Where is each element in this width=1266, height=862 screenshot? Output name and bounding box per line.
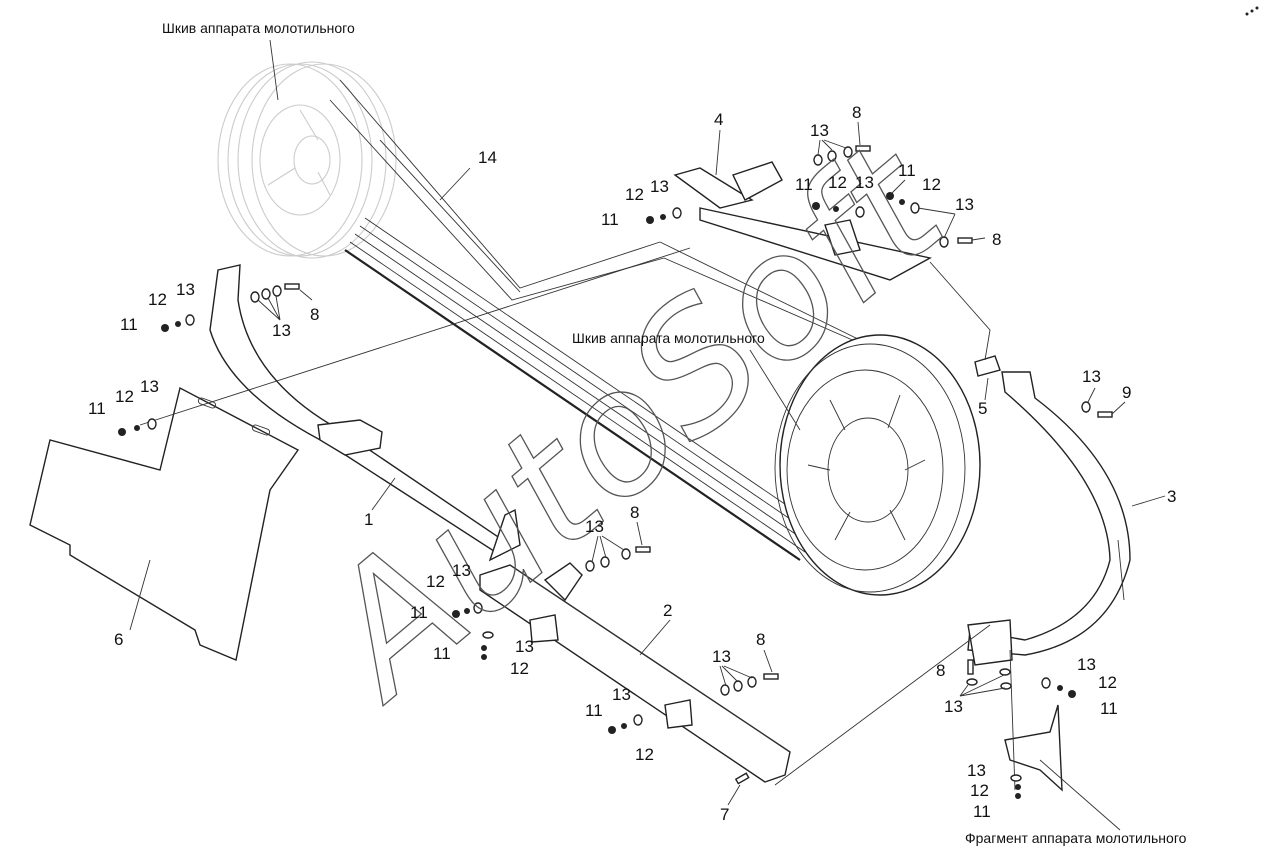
- callout-8: 8: [992, 230, 1001, 249]
- shield-6: [29, 386, 300, 661]
- callout-13: 13: [650, 177, 669, 196]
- callout-12: 12: [510, 659, 529, 678]
- callout-11: 11: [601, 210, 619, 229]
- callout-12: 12: [635, 745, 654, 764]
- callout-3: 3: [1167, 487, 1176, 506]
- callout-11: 11: [120, 315, 138, 334]
- callout-12: 12: [625, 185, 644, 204]
- guard-3: [967, 371, 1131, 666]
- callout-12: 12: [922, 175, 941, 194]
- callout-13: 13: [967, 761, 986, 780]
- callout-13: 13: [585, 517, 604, 536]
- callout-8: 8: [630, 503, 639, 522]
- callout-12: 12: [115, 387, 134, 406]
- callout-13: 13: [272, 321, 291, 340]
- callout-13: 13: [176, 280, 195, 299]
- callout-7: 7: [720, 805, 729, 824]
- callout-13: 13: [955, 195, 974, 214]
- caption-pulley-center: Шкив аппарата молотильного: [572, 330, 765, 346]
- callout-8: 8: [936, 661, 945, 680]
- callout-13: 13: [612, 685, 631, 704]
- caption-pulley-top: Шкив аппарата молотильного: [162, 20, 355, 36]
- callout-12: 12: [828, 173, 847, 192]
- assembly-lines: [139, 39, 1121, 831]
- callout-13: 13: [944, 697, 963, 716]
- belt-14: [329, 79, 881, 561]
- callout-11: 11: [433, 644, 451, 663]
- callout-11: 11: [973, 802, 991, 821]
- callout-11: 11: [1100, 699, 1118, 718]
- callout-11: 11: [585, 701, 603, 720]
- callout-leaders: [129, 121, 1166, 806]
- callout-12: 12: [970, 781, 989, 800]
- plate-5: [974, 355, 1001, 377]
- fasteners: [118, 145, 1113, 799]
- callout-13: 13: [712, 647, 731, 666]
- corner-mark-icon: [1245, 6, 1259, 16]
- callout-9: 9: [1122, 383, 1131, 402]
- callout-13: 13: [515, 637, 534, 656]
- callout-8: 8: [310, 305, 319, 324]
- callout-4: 4: [714, 110, 723, 129]
- callout-14: 14: [478, 148, 497, 167]
- callout-13: 13: [855, 173, 874, 192]
- callout-12: 12: [1098, 673, 1117, 692]
- lower-pulley: [774, 334, 981, 596]
- upper-pulley: [217, 61, 397, 259]
- callout-13: 13: [140, 377, 159, 396]
- callout-13: 13: [452, 561, 471, 580]
- callout-12: 12: [426, 572, 445, 591]
- callout-8: 8: [756, 630, 765, 649]
- callout-13: 13: [1077, 655, 1096, 674]
- fragment-bracket: [1004, 704, 1063, 792]
- callout-1: 1: [364, 510, 373, 529]
- beam-2: [479, 508, 791, 783]
- callout-11: 11: [410, 603, 428, 622]
- callout-11: 11: [88, 399, 106, 418]
- callout-8: 8: [852, 103, 861, 122]
- callout-13: 13: [810, 121, 829, 140]
- callout-11: 11: [898, 161, 916, 180]
- callout-6: 6: [114, 630, 123, 649]
- callout-13: 13: [1082, 367, 1101, 386]
- callout-11: 11: [795, 175, 813, 194]
- callout-5: 5: [978, 399, 987, 418]
- callout-12: 12: [148, 290, 167, 309]
- callout-2: 2: [663, 601, 672, 620]
- bracket-4: [673, 161, 932, 281]
- caption-fragment: Фрагмент аппарата молотильного: [965, 830, 1187, 846]
